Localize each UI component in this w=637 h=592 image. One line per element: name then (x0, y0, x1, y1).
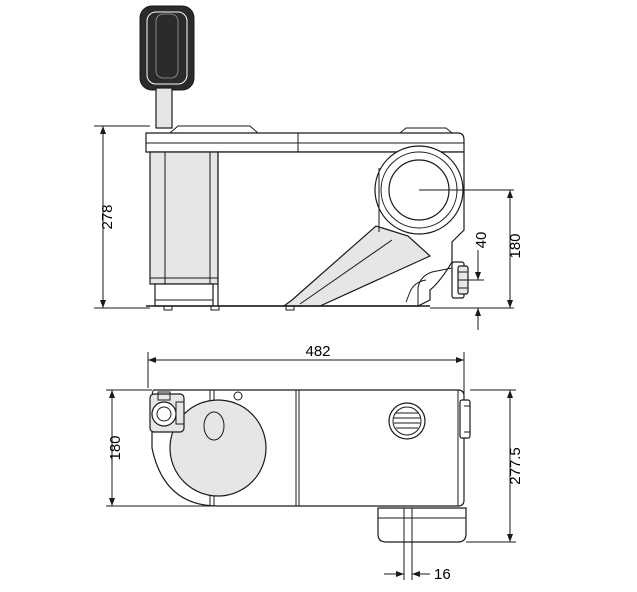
dimension-overall-depth-277-5: 277.5 (466, 389, 524, 543)
plan-side-connector (459, 399, 471, 439)
feet (163, 305, 295, 311)
label-16: 16 (434, 566, 451, 583)
dimension-outlet-height-180: 180 (419, 189, 524, 309)
label-40: 40 (473, 232, 490, 249)
handle-grip (139, 5, 195, 91)
dimension-outlet-16: 16 (384, 566, 451, 583)
side-nozzle (451, 261, 469, 299)
label-278: 278 (99, 204, 116, 229)
dimension-width-482: 482 (147, 343, 465, 398)
label-482: 482 (305, 343, 330, 360)
handle-shaft (155, 87, 173, 129)
label-180-plan: 180 (107, 435, 124, 460)
side-view: 278 180 40 (94, 5, 524, 330)
dimension-height-278: 278 (94, 125, 150, 309)
dimension-offset-40: 40 (464, 232, 490, 330)
dimension-depth-180: 180 (106, 389, 218, 507)
plan-outlet (377, 507, 467, 580)
tank-opening (169, 391, 267, 497)
inlet-fitting (149, 391, 185, 433)
motor-housing (149, 151, 219, 285)
vent-grille (388, 402, 426, 440)
label-180-side: 180 (507, 233, 524, 258)
label-277-5: 277.5 (507, 447, 524, 485)
plan-view: 482 (106, 343, 524, 583)
